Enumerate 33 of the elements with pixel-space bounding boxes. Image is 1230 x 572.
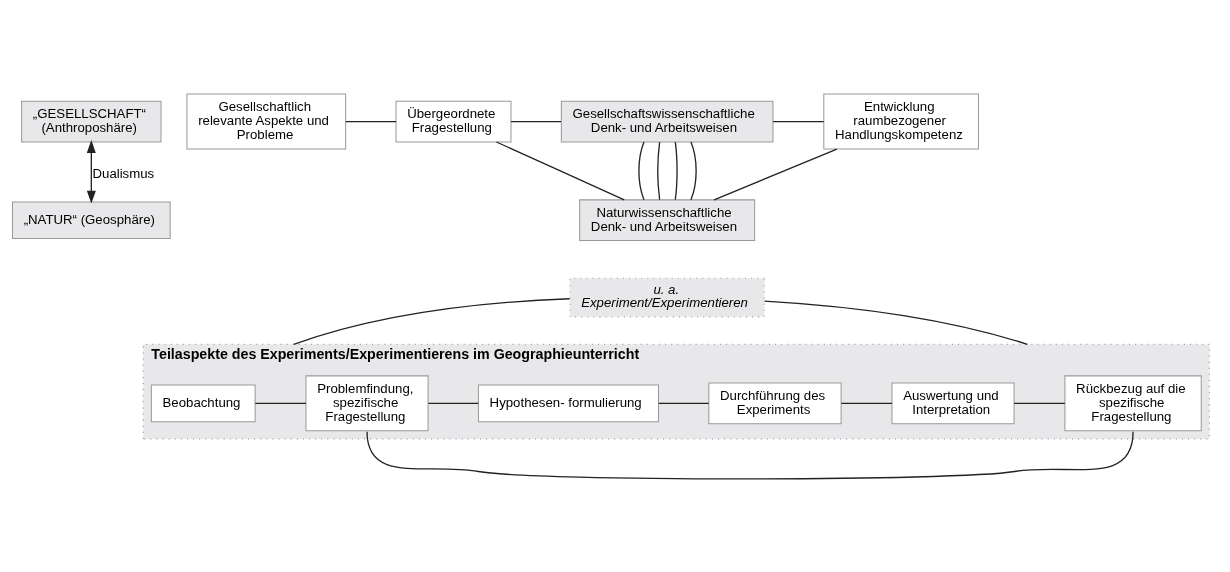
connector bbox=[638, 140, 645, 200]
connector bbox=[1013, 402, 1066, 404]
node-box: Durchführung des Experiments bbox=[708, 382, 842, 424]
edge-label: Dualismus bbox=[92, 165, 155, 181]
connector bbox=[690, 140, 697, 200]
node-box: Hypothesen- formulierung bbox=[477, 384, 659, 422]
connector bbox=[763, 299, 1028, 345]
node-box: Gesellschaftswissenschaftliche Denk- und Arbeitsweisen bbox=[560, 100, 774, 142]
node-box: Gesellschaftlich relevante Aspekte und Probleme bbox=[186, 93, 347, 149]
arrow bbox=[86, 139, 96, 204]
connector bbox=[495, 140, 625, 200]
node-box: „GESELLSCHAFT“ (Anthroposhäre) bbox=[21, 100, 162, 142]
node-box: Rückbezug auf die spezifische Fragestellung bbox=[1064, 374, 1202, 431]
connector bbox=[674, 140, 678, 200]
node-box: Problemfindung, spezifische Fragestellung bbox=[305, 374, 429, 431]
connector bbox=[427, 402, 479, 404]
node-box: Naturwissenschaftliche Denk- und Arbeitsweisen bbox=[579, 198, 756, 241]
connector bbox=[366, 430, 1134, 480]
node-box: „NATUR“ (Geosphäre) bbox=[11, 200, 171, 239]
connector bbox=[293, 297, 571, 345]
connector bbox=[840, 402, 893, 404]
node-box: u. a. Experiment/Experimentieren bbox=[569, 277, 765, 317]
connector bbox=[658, 402, 710, 404]
connector bbox=[713, 147, 838, 200]
node-box: Beobachtung bbox=[150, 384, 256, 422]
connector bbox=[772, 120, 825, 122]
connector bbox=[254, 402, 307, 404]
node-box: Auswertung und Interpretation bbox=[891, 382, 1015, 424]
node-box: Entwicklung raumbezogener Handlungskompetenz bbox=[823, 93, 979, 149]
node-box: Übergeordnete Fragestellung bbox=[395, 100, 512, 142]
connector bbox=[345, 120, 397, 122]
connector bbox=[657, 140, 661, 200]
connector bbox=[510, 120, 562, 122]
